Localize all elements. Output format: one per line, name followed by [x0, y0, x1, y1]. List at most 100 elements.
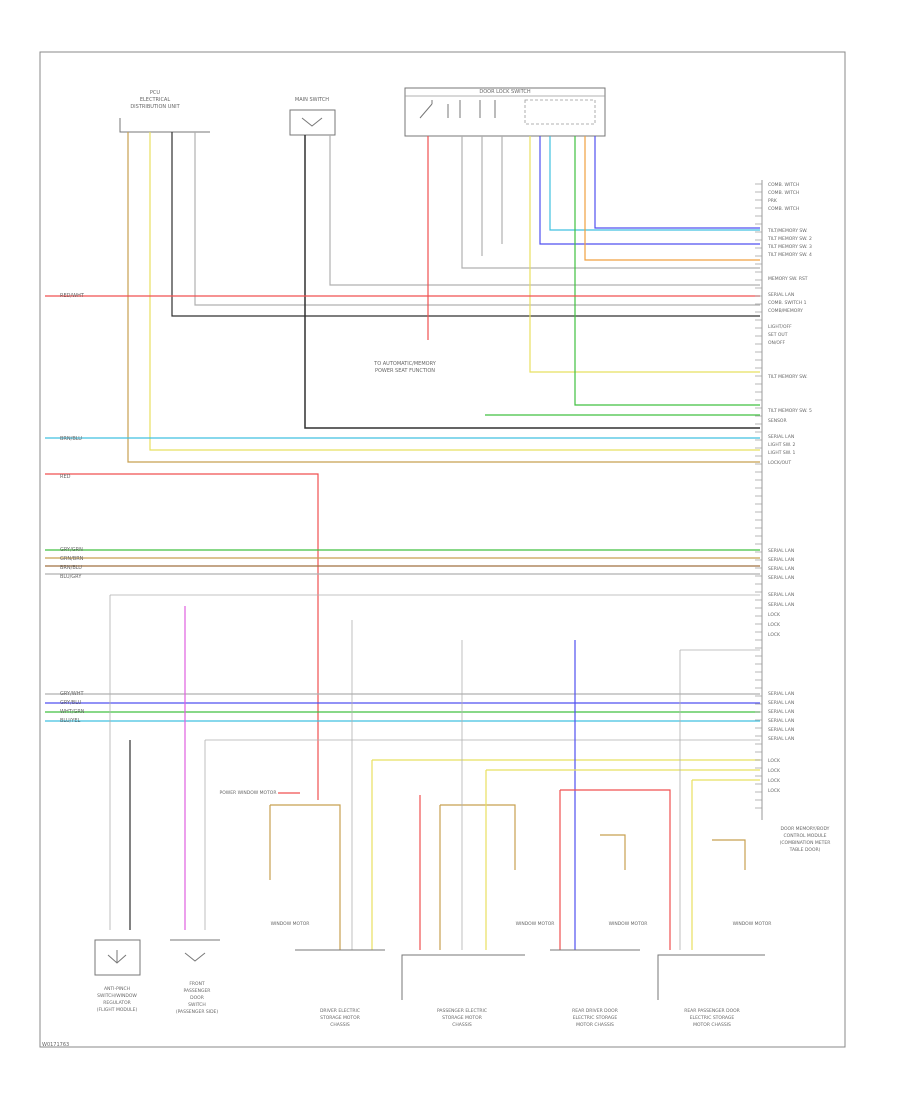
left-label-low-2: GRN/BRN	[60, 556, 84, 562]
rm-title-3: (COMBINATION METER	[780, 840, 831, 846]
left-label-bot-1: GRY/WHT	[60, 691, 84, 697]
m1-title-2: SWITCH/WINDOW	[97, 993, 137, 999]
m3-title-2: STORAGE MOTOR	[320, 1015, 360, 1021]
wire-4	[194, 132, 760, 306]
tl-07: LOCK	[768, 758, 781, 764]
m2-title-5: (PASSENGER SIDE)	[176, 1009, 219, 1015]
module-door-lock-switch: DOOR LOCK SWITCH	[404, 87, 606, 137]
tl-10: LOCK	[768, 788, 781, 794]
left-label-mid-2: RED	[60, 474, 71, 480]
chevron-down-icon	[184, 952, 206, 962]
m5-title-3: MOTOR CHASSIS	[576, 1022, 614, 1028]
m4-title-2: STORAGE MOTOR	[442, 1015, 482, 1021]
m2-title-1: FRONT	[189, 981, 205, 987]
wire-3	[171, 132, 760, 317]
module-front-passenger-switch: FRONT PASSENGER DOOR SWITCH (PASSENGER S…	[170, 939, 220, 1015]
rl-04: COMB. WITCH	[768, 206, 799, 212]
m2-title-4: SWITCH	[188, 1002, 206, 1008]
sl-04: SERIAL LAN	[768, 575, 794, 581]
m1-title-1: ANTI-PINCH	[104, 986, 130, 992]
m5-title-1: REAR DRIVER DOOR	[572, 1008, 618, 1014]
module-passenger-storage: PASSENGER ELECTRIC STORAGE MOTOR CHASSIS	[401, 954, 525, 1028]
sl-05: SERIAL LAN	[768, 592, 794, 598]
rl-05: TILT/MEMORY SW.	[767, 228, 808, 234]
left-label-low-4: BLU/GRY	[60, 574, 82, 580]
tl-09: LOCK	[768, 778, 781, 784]
tl-06: SERIAL LAN	[768, 736, 794, 742]
rl-22: LOCK/OUT	[768, 460, 791, 466]
wire-16	[594, 136, 760, 229]
wire-31	[204, 739, 760, 930]
diagram-border	[39, 51, 846, 1048]
right-labels-middle: SERIAL LAN SERIAL LAN SERIAL LAN SERIAL …	[768, 548, 794, 638]
m3-title-1: DRIVER ELECTRIC	[320, 1008, 360, 1014]
wires	[45, 132, 760, 950]
rl-03: PRK	[768, 198, 778, 204]
m2-title-2: PASSENGER	[184, 988, 211, 994]
left-label-low-3: BRN/BLU	[60, 565, 82, 571]
module-door-lock-title: DOOR LOCK SWITCH	[479, 89, 531, 95]
m6-title-3: MOTOR CHASSIS	[693, 1022, 731, 1028]
rl-19: SERIAL LAN	[768, 434, 794, 440]
wire-1	[127, 132, 760, 463]
sl-03: SERIAL LAN	[768, 566, 794, 572]
rl-10: SERIAL LAN	[768, 292, 794, 298]
tl-04: SERIAL LAN	[768, 718, 794, 724]
module-pcu: PCU ELECTRICAL DISTRIBUTION UNIT	[119, 90, 210, 133]
right-labels-upper: COMB. WITCH COMB. WITCH PRK COMB. WITCH …	[767, 182, 812, 466]
rl-18: SENSOR	[768, 418, 787, 424]
rl-13: LIGHT/OFF	[768, 324, 792, 330]
footer-code: W0171763	[42, 1042, 69, 1048]
rl-12: COMB/MEMORY	[768, 308, 803, 314]
left-label-bot-2: GRY/BLU	[60, 700, 82, 706]
rm-title-2: CONTROL MODULE	[784, 833, 827, 839]
rl-07: TILT MEMORY SW. 3	[767, 244, 812, 250]
rl-16: TILT MEMORY SW.	[767, 374, 808, 380]
rl-20: LIGHT SW. 2	[768, 442, 796, 448]
module-antipinch: ANTI-PINCH SWITCH/WINDOW REGULATOR (FLIG…	[94, 939, 141, 1013]
rl-17: TILT MEMORY SW. 5	[767, 408, 812, 414]
motor-label-2: WINDOW MOTOR	[516, 921, 555, 927]
module-pcu-title-1: PCU	[150, 90, 161, 96]
rl-15: ON/OFF	[768, 340, 786, 346]
wire-38	[439, 804, 516, 950]
wire-14	[574, 136, 760, 406]
rl-06: TILT MEMORY SW. 2	[767, 236, 812, 242]
wire-42	[679, 649, 760, 950]
rm-title-4: TABLE DOOR)	[789, 847, 821, 853]
rl-21: LIGHT SW. 1	[768, 450, 796, 456]
module-pcu-title-2: ELECTRICAL	[140, 97, 171, 103]
wire-40	[485, 769, 760, 950]
wire-30	[109, 594, 760, 930]
rm-title-1: DOOR MEMORY/BODY	[781, 826, 830, 832]
wire-44	[600, 834, 626, 870]
wire-8	[461, 136, 760, 269]
wire-11	[529, 136, 760, 373]
sl-08: LOCK	[768, 622, 781, 628]
m1-title-3: REGULATOR	[103, 1000, 131, 1006]
wire-34	[371, 759, 760, 950]
tl-03: SERIAL LAN	[768, 709, 794, 715]
right-connector	[755, 180, 763, 820]
wire-45	[712, 839, 746, 870]
rl-02: COMB. WITCH	[768, 190, 799, 196]
module-main-switch-title: MAIN SWITCH	[295, 97, 329, 103]
right-module-caption: DOOR MEMORY/BODY CONTROL MODULE (COMBINA…	[780, 826, 831, 853]
left-label-bot-3: WHT/GRN	[60, 709, 85, 715]
wire-20	[45, 473, 319, 800]
right-labels-lower: SERIAL LAN SERIAL LAN SERIAL LAN SERIAL …	[768, 691, 794, 794]
m3-title-3: CHASSIS	[330, 1022, 350, 1028]
sensor-icon	[107, 950, 127, 964]
wire-15	[584, 136, 760, 261]
tl-08: LOCK	[768, 768, 781, 774]
switch-contacts-icon	[419, 100, 496, 119]
side-note: POWER WINDOW MOTOR	[220, 790, 277, 796]
switch-chevron-icon	[301, 117, 323, 127]
m5-title-2: ELECTRIC STORAGE	[573, 1015, 618, 1021]
left-label-low-1: GRY/GRN	[60, 547, 83, 553]
rl-14: SET OUT	[768, 332, 788, 338]
module-rear-passenger-storage: REAR PASSENGER DOOR ELECTRIC STORAGE MOT…	[657, 954, 765, 1028]
module-main-switch: MAIN SWITCH	[289, 97, 336, 136]
